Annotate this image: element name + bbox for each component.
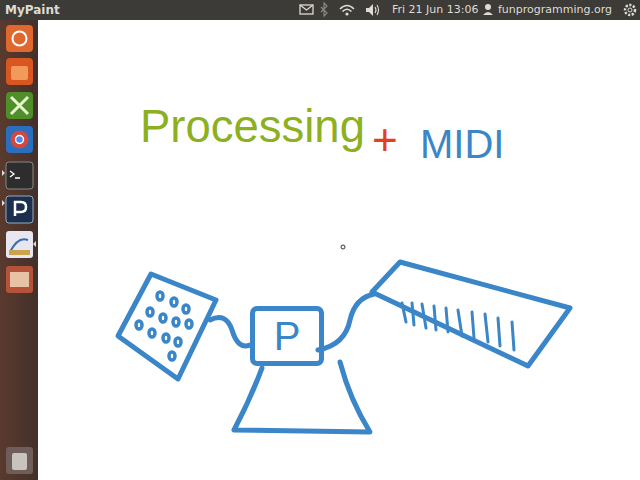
screen-letter: P: [274, 316, 301, 356]
window-title: MyPaint: [5, 4, 60, 16]
plus-sign: +: [372, 118, 398, 162]
user-name: funprogramming.org: [498, 4, 612, 15]
title-word: MIDI: [420, 124, 504, 164]
title-word: Processing: [140, 104, 365, 149]
laptop-screen: P: [250, 306, 324, 366]
clock-text: Fri 21 Jun 13:06: [392, 4, 478, 15]
